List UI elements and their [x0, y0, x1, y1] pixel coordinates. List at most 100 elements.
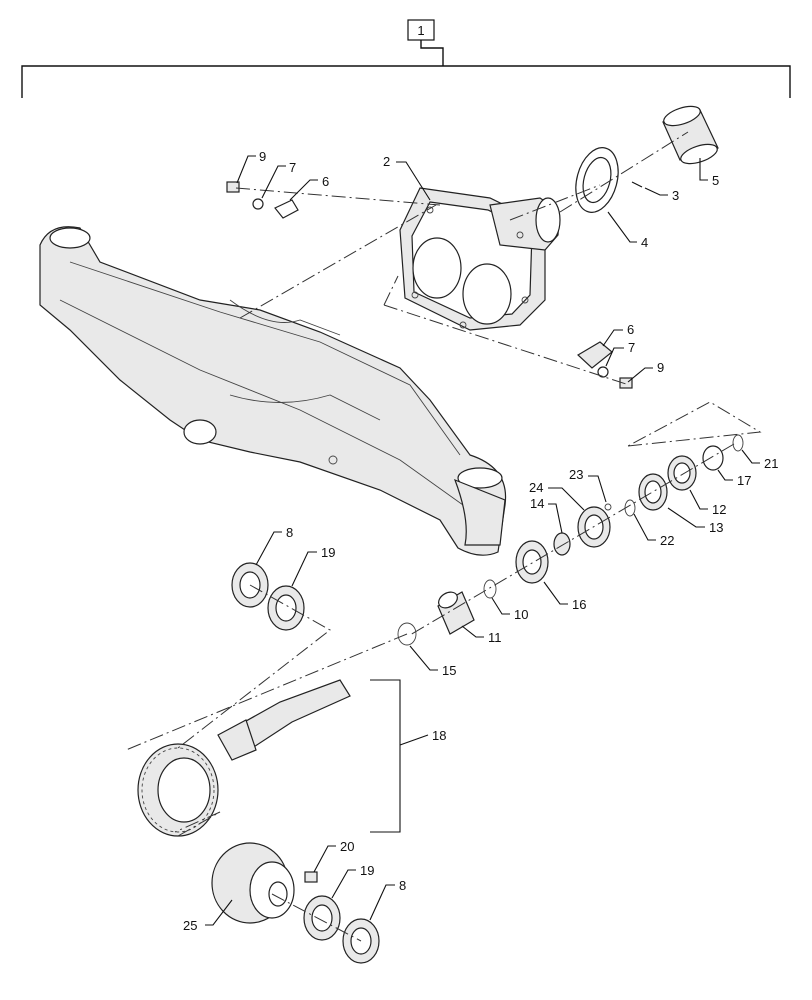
ring-13-inner — [644, 480, 662, 504]
callout-2: 2 — [383, 154, 390, 169]
dash-carrier-edge — [383, 275, 399, 306]
dash-upper-bolt — [235, 187, 441, 206]
leader-21 — [741, 449, 760, 464]
diff-case-hub — [268, 881, 288, 907]
carrier-left-bearing-bore — [412, 237, 462, 299]
callout-3: 3 — [672, 188, 679, 203]
dash-pinion-shim — [509, 184, 601, 221]
callout-24: 24 — [529, 480, 543, 495]
callout-labels: 2 3 4 5 6 7 9 6 7 9 8 19 10 11 12 13 14 … — [183, 149, 778, 933]
callout-17: 17 — [737, 473, 751, 488]
leader-lines — [205, 155, 760, 926]
left-trunnion-bore — [49, 227, 91, 249]
leader-4 — [607, 211, 637, 243]
snap-ring-22 — [624, 499, 636, 517]
leader-18 — [399, 734, 429, 746]
carrier-bolt-hole-3 — [521, 296, 529, 304]
callout-8-lower: 8 — [399, 878, 406, 893]
callout-4: 4 — [641, 235, 648, 250]
ball-23 — [604, 503, 612, 511]
leader-19a — [291, 551, 317, 587]
carrier-bolt-hole-1 — [426, 206, 434, 214]
callout-20: 20 — [340, 839, 354, 854]
left-bearing-group — [231, 562, 305, 631]
sleeve-bottom — [680, 143, 718, 165]
dash-pinion-loop — [627, 401, 762, 447]
leader-13 — [667, 507, 705, 528]
dash-ring-case — [174, 811, 221, 837]
leader-12 — [689, 489, 708, 510]
leader-3 — [644, 187, 668, 196]
pin-part-3 — [631, 181, 643, 188]
callout-11: 11 — [488, 630, 502, 645]
right-arm-end — [453, 478, 506, 546]
washer-7-lower — [597, 366, 609, 378]
bolt-9-upper-head — [226, 181, 240, 193]
leader-9b — [627, 367, 653, 383]
differential-carrier — [399, 187, 561, 331]
callout-14: 14 — [530, 496, 544, 511]
assembly-bracket-stem — [420, 40, 444, 66]
callout-5: 5 — [712, 173, 719, 188]
callout-8-upper: 8 — [286, 525, 293, 540]
callout-21: 21 — [764, 456, 778, 471]
carrier-bolt-hole-4 — [411, 291, 419, 299]
spacer-14 — [553, 532, 571, 556]
bearing-19-lower-inner — [311, 904, 333, 932]
leader-23 — [588, 475, 607, 503]
leader-14 — [548, 503, 563, 534]
callout-18: 18 — [432, 728, 446, 743]
dash-housing-carrier — [239, 204, 437, 319]
housing-plug — [328, 455, 338, 465]
leader-7b — [605, 347, 624, 367]
snap-ring-10 — [483, 579, 497, 599]
axle-housing — [39, 226, 507, 556]
dash-pinion-sleeve — [559, 131, 689, 213]
housing-lower-detail — [229, 394, 381, 421]
dash-bearing-ring — [177, 584, 331, 749]
leader-11 — [461, 625, 484, 638]
shim-inner — [582, 156, 612, 204]
leader-16 — [543, 581, 568, 605]
nut-17 — [702, 445, 724, 471]
bracket-18 — [370, 679, 401, 833]
callout-13: 13 — [709, 520, 723, 535]
housing-ridge-top — [69, 261, 461, 456]
sleeve-top — [663, 105, 701, 127]
leader-22 — [633, 513, 656, 541]
callout-12: 12 — [712, 502, 726, 517]
callout-25: 25 — [183, 918, 197, 933]
assembly-number-label: 1 — [417, 23, 424, 38]
sleeve-part-5 — [662, 105, 719, 165]
callout-10: 10 — [514, 607, 528, 622]
leader-7a — [261, 165, 286, 199]
carrier-right-bearing-bore — [462, 263, 512, 325]
upper-fastener-group — [226, 181, 299, 219]
leader-15 — [409, 645, 438, 671]
dash-shaft-axis — [125, 633, 408, 751]
leader-25 — [205, 899, 233, 926]
clip-6-upper — [274, 199, 299, 219]
callout-7-lower: 7 — [628, 340, 635, 355]
callout-15: 15 — [442, 663, 456, 678]
dash-carrier-lower-bolt — [383, 304, 627, 385]
ring-gear-teeth — [141, 747, 215, 833]
bearing-19-upper-inner — [275, 594, 297, 622]
callout-6-upper: 6 — [322, 174, 329, 189]
assembly-bracket: 1 — [21, 19, 791, 98]
leader-2 — [396, 161, 431, 201]
housing-center-detail — [229, 299, 341, 336]
callout-6-lower: 6 — [627, 322, 634, 337]
dash-case-bearing — [271, 893, 362, 942]
axle-housing-body — [39, 226, 507, 556]
callout-16: 16 — [572, 597, 586, 612]
leader-5 — [699, 158, 708, 181]
leader-9a — [236, 155, 256, 184]
leader-6b — [602, 329, 623, 347]
leader-19b — [331, 869, 356, 899]
ring-pinion-set-18 — [137, 679, 351, 837]
callout-19-lower: 19 — [360, 863, 374, 878]
carrier-bolt-hole-5 — [459, 321, 467, 329]
leader-8a — [255, 531, 282, 566]
lower-fastener-group — [577, 341, 633, 389]
